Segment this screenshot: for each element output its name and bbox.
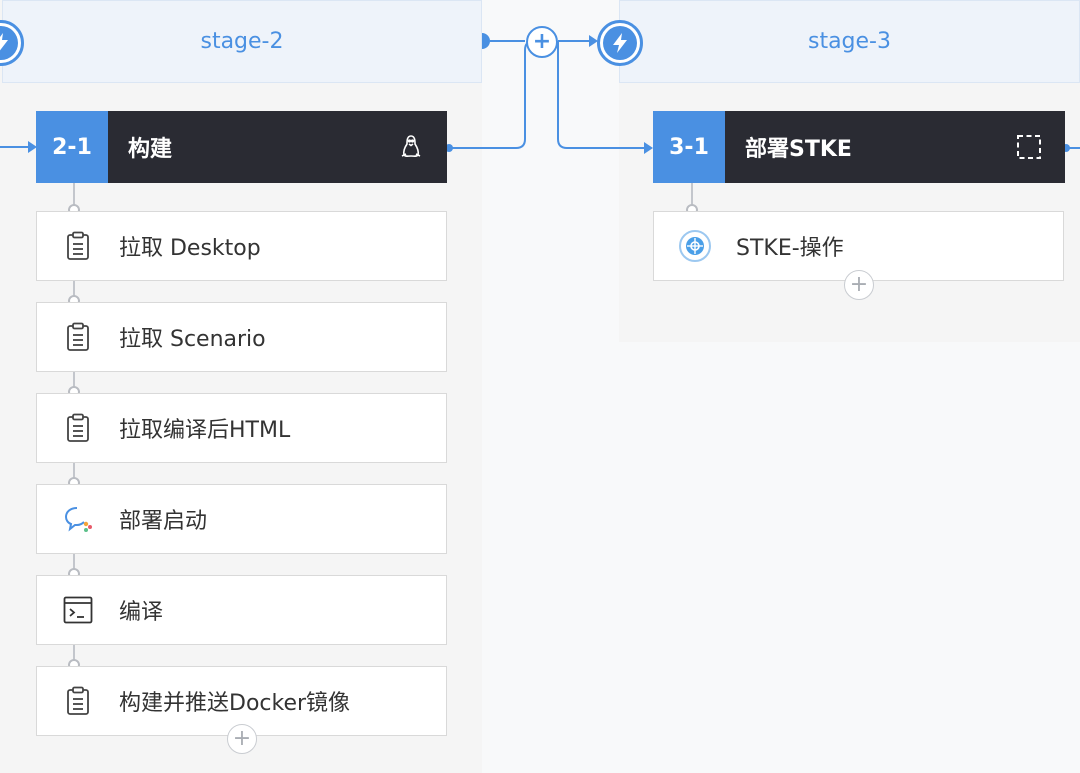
- step-deploy-start[interactable]: 部署启动: [36, 484, 447, 554]
- job-2-1-title: 构建: [128, 137, 173, 162]
- linux-icon: [375, 111, 447, 183]
- job-3-1-step-rail: [691, 183, 693, 209]
- job-3-1-number: 3-1: [653, 111, 725, 183]
- terminal-icon: [37, 596, 119, 624]
- step-label: 拉取 Desktop: [119, 236, 261, 261]
- clipboard-icon: [37, 413, 119, 443]
- stke-icon: [654, 229, 736, 263]
- step-pull-compiled-html[interactable]: 拉取编译后HTML: [36, 393, 447, 463]
- step-label: 编译: [119, 600, 164, 625]
- step-label: 拉取编译后HTML: [119, 418, 291, 443]
- step-label: STKE-操作: [736, 236, 844, 261]
- step-label: 拉取 Scenario: [119, 327, 266, 352]
- step-label: 部署启动: [119, 509, 208, 534]
- stage-3-header[interactable]: stage-3: [619, 0, 1080, 83]
- add-stage-button[interactable]: +: [526, 26, 558, 58]
- step-pull-desktop[interactable]: 拉取 Desktop: [36, 211, 447, 281]
- stage-3-label: stage-3: [807, 29, 891, 54]
- stage-2-header[interactable]: stage-2: [2, 0, 482, 83]
- step-label: 构建并推送Docker镜像: [119, 691, 351, 716]
- job-3-1-header[interactable]: 3-1 部署STKE: [653, 111, 1065, 183]
- job-2-1-number: 2-1: [36, 111, 108, 183]
- stage-2-label: stage-2: [200, 29, 284, 54]
- job-2-1-header[interactable]: 2-1 构建: [36, 111, 447, 183]
- clipboard-icon: [37, 686, 119, 716]
- clipboard-icon: [37, 231, 119, 261]
- clipboard-icon: [37, 322, 119, 352]
- step-stke-operation[interactable]: STKE-操作: [653, 211, 1064, 281]
- chat-icon: [37, 505, 119, 533]
- step-pull-scenario[interactable]: 拉取 Scenario: [36, 302, 447, 372]
- dashed-square-icon: [993, 111, 1065, 183]
- add-step-button[interactable]: +: [844, 270, 874, 300]
- step-build-push-docker[interactable]: 构建并推送Docker镜像: [36, 666, 447, 736]
- add-step-button[interactable]: +: [227, 724, 257, 754]
- job-3-1-title: 部署STKE: [745, 137, 852, 162]
- stage-3-trigger-icon[interactable]: [597, 20, 643, 66]
- step-compile[interactable]: 编译: [36, 575, 447, 645]
